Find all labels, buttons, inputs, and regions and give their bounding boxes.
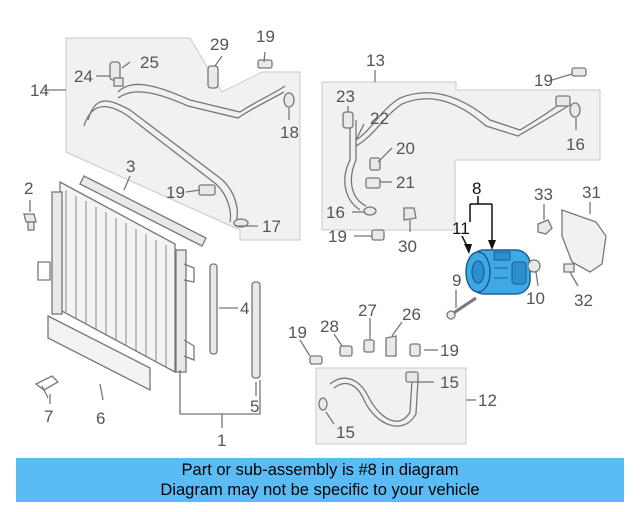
callout-12: 12 [478, 391, 497, 410]
arrow-11 [464, 244, 472, 254]
callout-2: 2 [24, 179, 33, 198]
callout-1: 1 [217, 431, 226, 450]
callout-30: 30 [398, 237, 417, 256]
callout-26: 26 [402, 305, 421, 324]
bolt-19-mid [371, 229, 385, 241]
callout-19b: 19 [166, 183, 185, 202]
callout-15a: 15 [440, 373, 459, 392]
callout-21: 21 [396, 173, 415, 192]
bolt-9 [446, 296, 477, 320]
bolt-19-lower [309, 355, 323, 365]
callout-19d: 19 [328, 227, 347, 246]
callout-5: 5 [250, 397, 259, 416]
callout-16b: 16 [566, 135, 585, 154]
callout-4: 4 [240, 299, 249, 318]
callout-17: 17 [262, 217, 281, 236]
callout-22: 22 [370, 109, 389, 128]
receiver-5 [251, 281, 261, 379]
bracket-7 [34, 375, 60, 399]
bolt-19-right [409, 343, 421, 357]
callout-16a: 16 [326, 203, 345, 222]
part-28 [339, 345, 353, 357]
leader-lines [29, 51, 591, 425]
tube-4 [209, 263, 218, 355]
hose-assembly-12 [318, 371, 419, 427]
callout-15b: 15 [336, 423, 355, 442]
callout-6: 6 [96, 409, 105, 428]
callout-14: 14 [30, 81, 49, 100]
callout-32: 32 [574, 291, 593, 310]
callout-18: 18 [280, 123, 299, 142]
callout-28: 28 [320, 317, 339, 336]
callout-19e: 19 [288, 323, 307, 342]
leader-1 [179, 370, 261, 415]
banner-line-1: Part or sub-assembly is #8 in diagram [181, 461, 459, 479]
callout-19f: 19 [440, 341, 459, 360]
clip-32 [563, 263, 575, 273]
compressor-8 [465, 249, 531, 295]
callout-8: 8 [472, 179, 481, 198]
nut-10 [527, 259, 541, 273]
callout-19c: 19 [534, 71, 553, 90]
arrow-8 [488, 240, 496, 250]
callout-labels: 14 24 25 29 19 18 19 17 3 2 4 5 6 7 1 13… [24, 27, 601, 450]
hose-assembly-13 [342, 67, 587, 216]
callout-29: 29 [210, 35, 229, 54]
part-27 [363, 339, 375, 353]
callout-7: 7 [44, 407, 53, 426]
panel-13 [321, 81, 601, 231]
panel-12 [315, 367, 467, 445]
hose-assembly-14 [83, 59, 295, 228]
callout-9: 9 [452, 271, 461, 290]
callout-10: 10 [526, 289, 545, 308]
condenser-3 [37, 175, 207, 374]
callout-31: 31 [582, 183, 601, 202]
callout-20: 20 [396, 139, 415, 158]
info-banner: Part or sub-assembly is #8 in diagram Di… [16, 458, 624, 502]
bolt-2 [23, 213, 37, 231]
banner-line-2: Diagram may not be specific to your vehi… [160, 481, 480, 499]
callout-8-bracket [461, 196, 493, 249]
bracket-26 [385, 335, 397, 357]
callout-23: 23 [336, 87, 355, 106]
shield-6 [47, 314, 151, 392]
callout-13: 13 [366, 51, 385, 70]
callout-19a: 19 [256, 27, 275, 46]
callout-27: 27 [358, 301, 377, 320]
callout-11: 11 [452, 219, 470, 238]
shield-31 [561, 209, 607, 273]
callout-25: 25 [140, 53, 159, 72]
callout-24: 24 [74, 67, 93, 86]
callout-3: 3 [126, 157, 135, 176]
nut-33 [537, 219, 553, 235]
callout-33: 33 [534, 185, 553, 204]
panel-14 [65, 37, 301, 241]
bracket-30 [403, 207, 417, 221]
